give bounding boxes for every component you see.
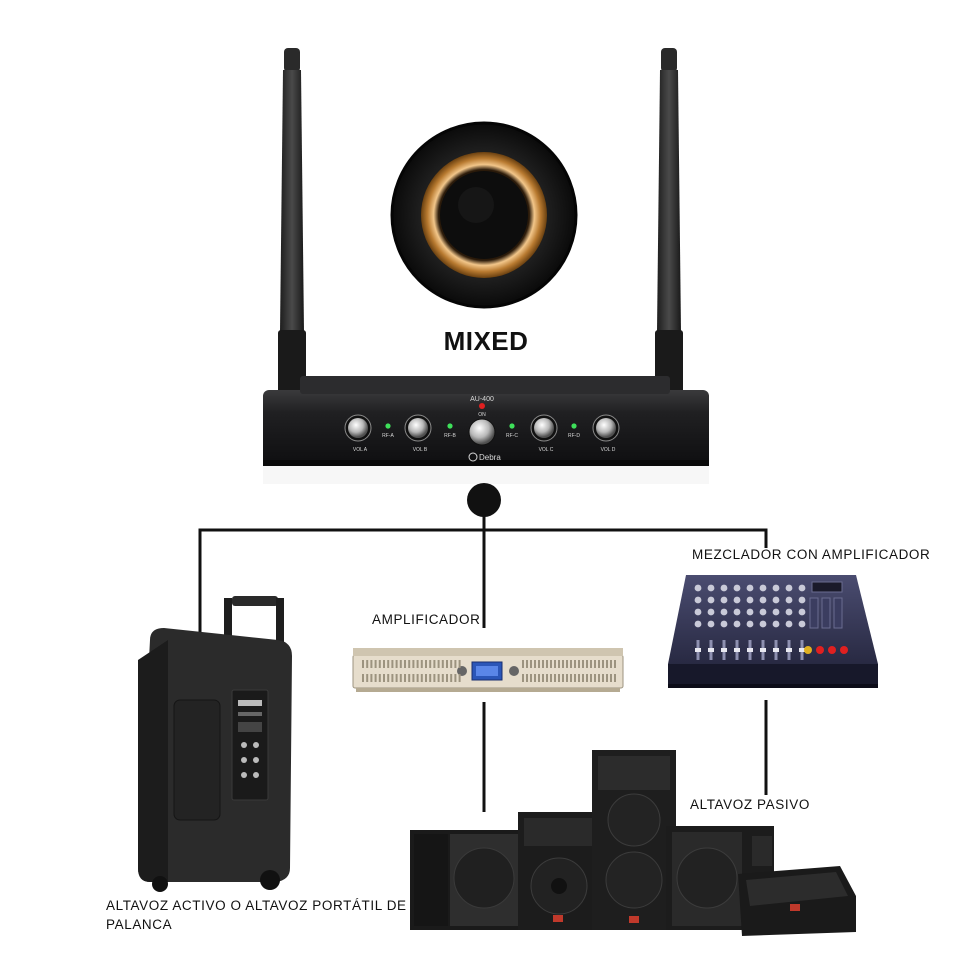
power-led-icon [479, 403, 485, 409]
mixer-amplifier-image [668, 575, 878, 688]
portable-speaker-image [138, 596, 292, 892]
rf-indicator-label: RF-D [568, 433, 580, 439]
rf-indicator-icon [571, 423, 577, 429]
rf-indicator-icon [509, 423, 515, 429]
passive-speakers-image [410, 750, 856, 936]
output-junction-node [467, 483, 501, 517]
passive-speaker-label: ALTAVOZ PASIVO [690, 797, 810, 812]
connection-lines [198, 483, 768, 812]
line-bus [198, 528, 768, 632]
receiver-brand-label: Debra [479, 453, 501, 462]
volume-knob-label: VOL A [353, 447, 368, 453]
rf-indicator-label: RF-C [506, 433, 518, 439]
center-label: MIXED [443, 326, 529, 356]
receiver-antenna-left [278, 48, 306, 420]
rf-indicator-label: RF-B [444, 433, 456, 439]
rf-indicator-label: RF-A [382, 433, 394, 439]
mixer-channel-strips [694, 581, 843, 660]
receiver-antenna-right [655, 48, 683, 420]
master-knob-icon [468, 418, 496, 446]
receiver-model-label: AU-400 [470, 396, 494, 403]
rf-indicator-icon [385, 423, 391, 429]
amplifier-image [352, 648, 624, 692]
microphone-grille-icon [390, 121, 578, 309]
volume-knob-label: VOL D [601, 447, 616, 453]
volume-knob-icon: VOL C [530, 414, 558, 453]
amplifier-label: AMPLIFICADOR [372, 612, 481, 627]
amplifier-vents [362, 660, 616, 682]
receiver-power-label: ON [478, 412, 486, 418]
volume-knob-icon: VOL B [404, 414, 432, 453]
receiver-brand: Debra [468, 452, 501, 462]
volume-knob-icon: VOL A [344, 414, 372, 453]
volume-knob-label: VOL B [413, 447, 428, 453]
volume-knob-icon: VOL D [592, 414, 620, 453]
volume-knob-label: VOL C [539, 447, 554, 453]
rf-indicator-icon [447, 423, 453, 429]
mixer-amplifier-label: MEZCLADOR CON AMPLIFICADOR [692, 547, 931, 562]
active-speaker-label: ALTAVOZ ACTIVO O ALTAVOZ PORTÁTIL DE PAL… [106, 898, 407, 932]
receiver-knob-row: VOL A VOL B VOL C VOL D RF-A RF-B RF-C RF-D [344, 414, 620, 453]
